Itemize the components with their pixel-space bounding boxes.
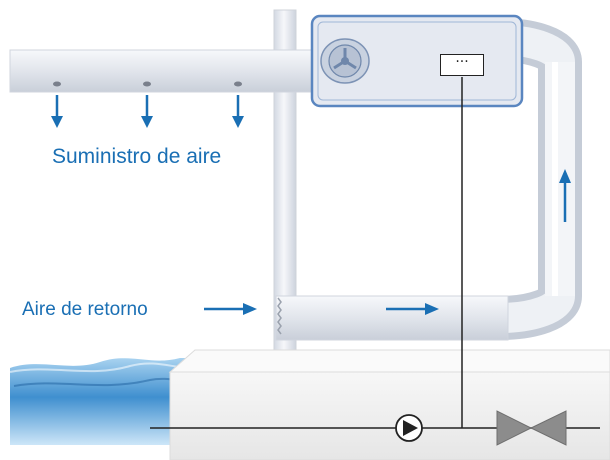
- control-unit-dots: ···: [455, 54, 469, 70]
- air-handling-unit: [310, 14, 524, 108]
- water-pool: [9, 358, 196, 445]
- down-arrow-icon: [51, 95, 63, 128]
- up-arrow-icon: [559, 169, 571, 222]
- fan-icon: [320, 38, 370, 84]
- right-arrow-icon: [386, 303, 439, 315]
- supply-air-label: Suministro de aire: [52, 145, 222, 168]
- control-unit: ···: [440, 54, 484, 76]
- down-arrow-icon: [141, 95, 153, 128]
- pump-icon: [395, 414, 423, 442]
- pool-platform: [168, 349, 610, 460]
- return-air-label: Aire de retorno: [22, 299, 148, 320]
- down-arrow-icon: [232, 95, 244, 128]
- valve-icon: [496, 410, 567, 446]
- right-arrow-icon: [204, 303, 257, 315]
- supply-duct: [9, 49, 323, 93]
